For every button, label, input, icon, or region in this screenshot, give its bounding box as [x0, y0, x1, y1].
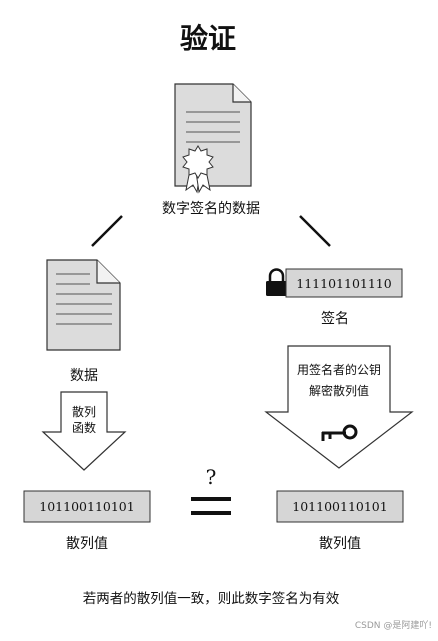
data-label: 数据: [70, 368, 98, 384]
signature-hash-value: 101100110101: [292, 499, 387, 514]
hash-function-label-line1: 散列: [72, 404, 96, 419]
signed-document-icon: [174, 83, 252, 194]
key-icon: [321, 424, 358, 441]
hash-function-label-line2: 函数: [72, 420, 96, 435]
data-hash-value-box: [23, 490, 151, 523]
left-branch-line: [91, 215, 123, 247]
decrypt-arrow: [264, 345, 414, 469]
signature-hash-value-box: [276, 490, 404, 523]
page-title: 验证: [180, 22, 236, 55]
conclusion-text: 若两者的散列值一致，则此数字签名为有效: [83, 590, 340, 607]
decrypt-label-line1: 用签名者的公钥: [297, 362, 381, 377]
signature-box: [285, 268, 403, 298]
data-document-icon: [46, 259, 121, 351]
hash-function-arrow: [41, 391, 127, 471]
certificate-seal-icon: [182, 145, 214, 194]
right-branch-line: [299, 215, 331, 247]
lock-icon: [266, 268, 287, 296]
signature-label: 签名: [321, 310, 349, 327]
equals-sign-icon: [191, 497, 231, 515]
comparison-question-mark: ?: [206, 465, 217, 489]
data-hash-value-label: 散列值: [66, 536, 108, 552]
data-hash-value: 101100110101: [39, 499, 134, 514]
signed-data-label: 数字签名的数据: [162, 200, 260, 217]
signature-bits: 111101101110: [296, 276, 391, 291]
signature-hash-value-label: 散列值: [319, 536, 361, 552]
decrypt-label-line2: 解密散列值: [309, 383, 369, 398]
watermark: CSDN @是阿建吖!: [355, 619, 432, 631]
